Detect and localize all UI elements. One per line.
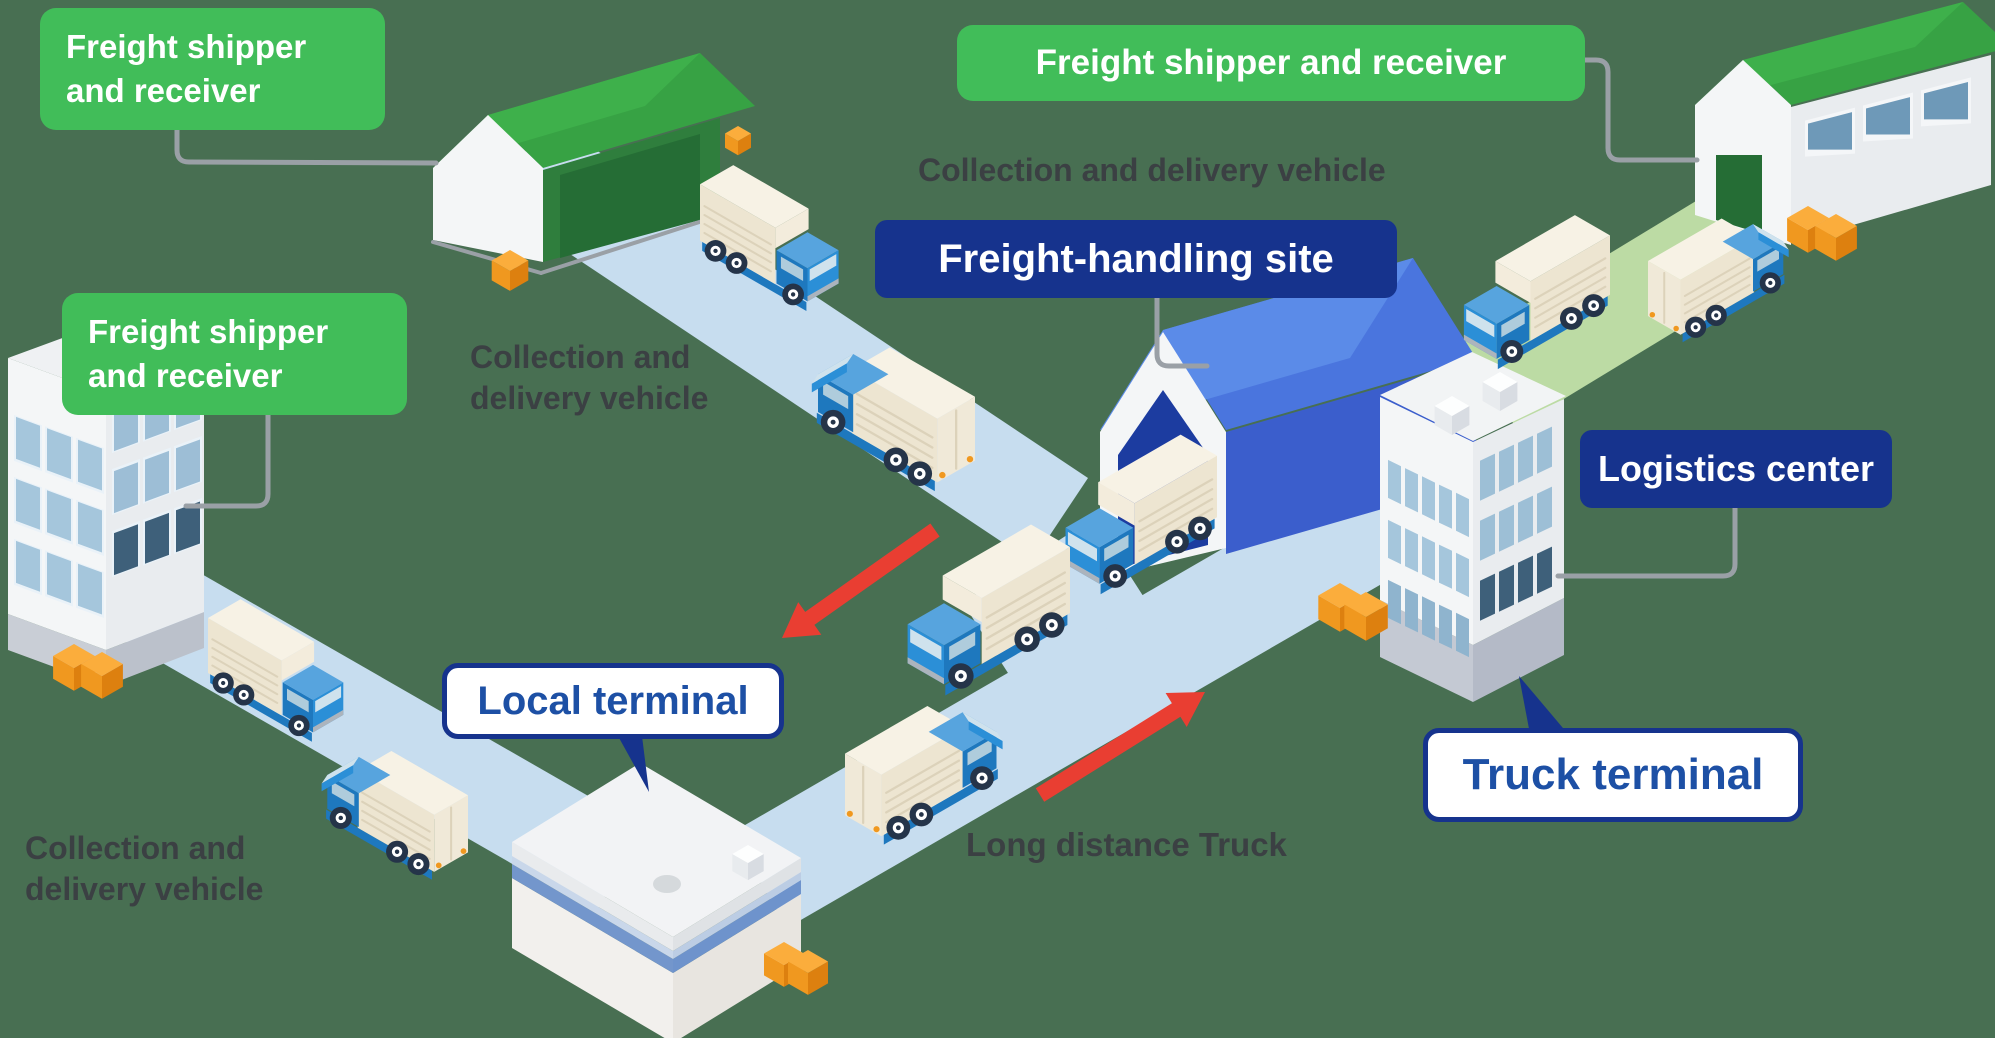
delivery-truck-icon: [208, 599, 344, 742]
label-logistics-center: Logistics center: [1580, 430, 1892, 508]
connector-line: [1555, 503, 1738, 579]
delivery-truck-icon: [321, 751, 468, 880]
cargo-box-icon: [1344, 592, 1388, 641]
green-warehouse-icon: [1695, 2, 1995, 245]
delivery-truck-icon: [1648, 218, 1789, 343]
long-distance-truck-icon: [845, 706, 1003, 845]
connector-lines: [174, 57, 1738, 579]
cargo-box-icon: [725, 126, 751, 156]
long-distance-truck-icon: [907, 524, 1070, 696]
connector-line: [174, 125, 439, 166]
cargo-box-icon: [81, 652, 123, 699]
logistics-center-building-icon: [1380, 352, 1566, 702]
red-arrow-to-logistics-center-icon: [1035, 692, 1205, 802]
cargo-box-icon: [1815, 214, 1857, 261]
delivery-truck-icon: [1463, 215, 1610, 370]
bubble-tails: [618, 676, 1568, 792]
label-local-terminal: Local terminal: [442, 663, 784, 739]
local-terminal-building-icon: [512, 763, 801, 1038]
red-arrow-to-local-terminal-icon: [782, 523, 940, 638]
cargo-boxes: [53, 126, 1857, 995]
long-distance-truck-icon: [1065, 434, 1217, 595]
green-warehouse-icon: [431, 53, 755, 275]
cargo-box-icon: [788, 950, 828, 995]
caption-long-distance-truck: Long distance Truck: [966, 826, 1287, 863]
caption-collection-delivery-bottom-left: Collection and delivery vehicle: [25, 830, 264, 907]
cargo-box-icon: [491, 250, 529, 291]
connector-line: [1580, 57, 1700, 163]
caption-collection-delivery-left: Collection and delivery vehicle: [470, 339, 709, 416]
connector-line: [1154, 293, 1210, 369]
connector-line: [183, 410, 271, 509]
label-freight-shipper-top-right: Freight shipper and receiver: [957, 25, 1585, 101]
delivery-truck-icon: [700, 165, 839, 311]
label-freight-handling-site: Freight-handling site: [875, 220, 1397, 298]
label-truck-terminal: Truck terminal: [1423, 728, 1803, 822]
caption-collection-delivery-top-right: Collection and delivery vehicle: [918, 152, 1386, 188]
label-freight-shipper-left: Freight shipper and receiver: [62, 293, 407, 415]
office-building-icon: [8, 322, 204, 686]
label-freight-shipper-top-left: Freight shipper and receiver: [40, 8, 385, 130]
delivery-truck-icon: [811, 347, 975, 492]
